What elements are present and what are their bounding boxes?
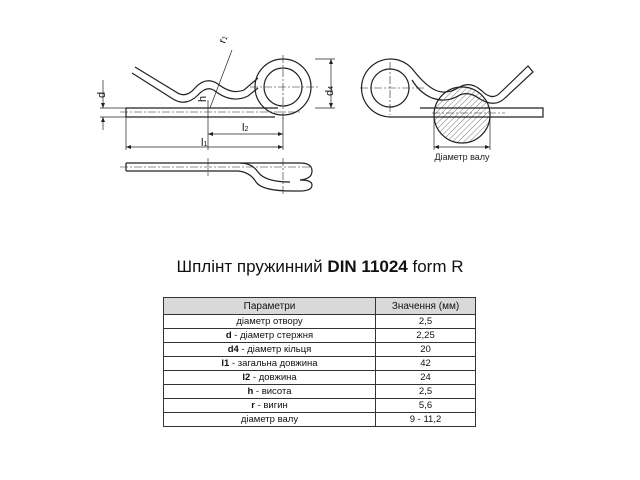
param-name: - діаметр кільця xyxy=(238,344,312,355)
param-name: - загальна довжина xyxy=(229,358,318,369)
label-d4: d4 xyxy=(324,86,336,96)
shaft-diameter-label: Діаметр валу xyxy=(434,152,490,162)
value-cell: 5,6 xyxy=(375,398,476,413)
table-row: діаметр отвору 2,5 xyxy=(163,314,476,329)
param-symbol: l2 xyxy=(242,372,251,383)
technical-drawing: d h r1 d4 l2 l1 Діаметр валу xyxy=(96,34,544,196)
value-cell: 20 xyxy=(375,342,476,357)
value-cell: 24 xyxy=(375,370,476,385)
table-row: діаметр валу 9 - 11,2 xyxy=(163,412,476,427)
page-title: Шплінт пружинний DIN 11024 form R xyxy=(0,257,640,277)
param-symbol: l1 xyxy=(221,358,230,369)
param-cell: діаметр валу xyxy=(163,412,376,427)
header-parameters: Параметри xyxy=(163,297,376,315)
pin-top-view xyxy=(120,158,313,196)
value-cell: 2,5 xyxy=(375,384,476,399)
param-cell: d - діаметр стержня xyxy=(163,328,376,343)
param-name: - довжина xyxy=(250,372,297,383)
header-values: Значення (мм) xyxy=(375,297,476,315)
label-r: r1 xyxy=(217,34,231,45)
label-h: h xyxy=(197,96,209,102)
label-l1: l1 xyxy=(201,137,207,149)
value-cell: 2,25 xyxy=(375,328,476,343)
param-name: - висота xyxy=(253,386,292,397)
param-symbol: d xyxy=(225,330,232,341)
label-l2: l2 xyxy=(242,122,248,134)
specs-table: Параметри Значення (мм) діаметр отвору 2,… xyxy=(163,297,476,427)
param-name: діаметр отвору xyxy=(236,316,303,327)
param-name: - вигин xyxy=(254,400,288,411)
value-cell: 42 xyxy=(375,356,476,371)
param-cell: r - вигин xyxy=(163,398,376,413)
param-cell: d4 - діаметр кільця xyxy=(163,342,376,357)
param-name: - діаметр стержня xyxy=(231,330,314,341)
label-d: d xyxy=(96,92,108,98)
pin-front-view: d h r1 d4 l2 l1 xyxy=(96,34,336,150)
value-cell: 2,5 xyxy=(375,314,476,329)
param-cell: l1 - загальна довжина xyxy=(163,356,376,371)
title-prefix: Шплінт пружинний xyxy=(176,257,323,276)
param-symbol: r xyxy=(251,400,255,411)
title-suffix: form R xyxy=(412,257,464,276)
param-symbol: d4 xyxy=(227,344,239,355)
title-standard: DIN 11024 xyxy=(327,257,408,276)
pin-on-shaft-view: Діаметр валу xyxy=(360,58,544,162)
param-name: діаметр валу xyxy=(240,414,299,425)
param-cell: h - висота xyxy=(163,384,376,399)
param-symbol: h xyxy=(247,386,254,397)
param-cell: l2 - довжина xyxy=(163,370,376,385)
param-cell: діаметр отвору xyxy=(163,314,376,329)
value-cell: 9 - 11,2 xyxy=(375,412,476,427)
